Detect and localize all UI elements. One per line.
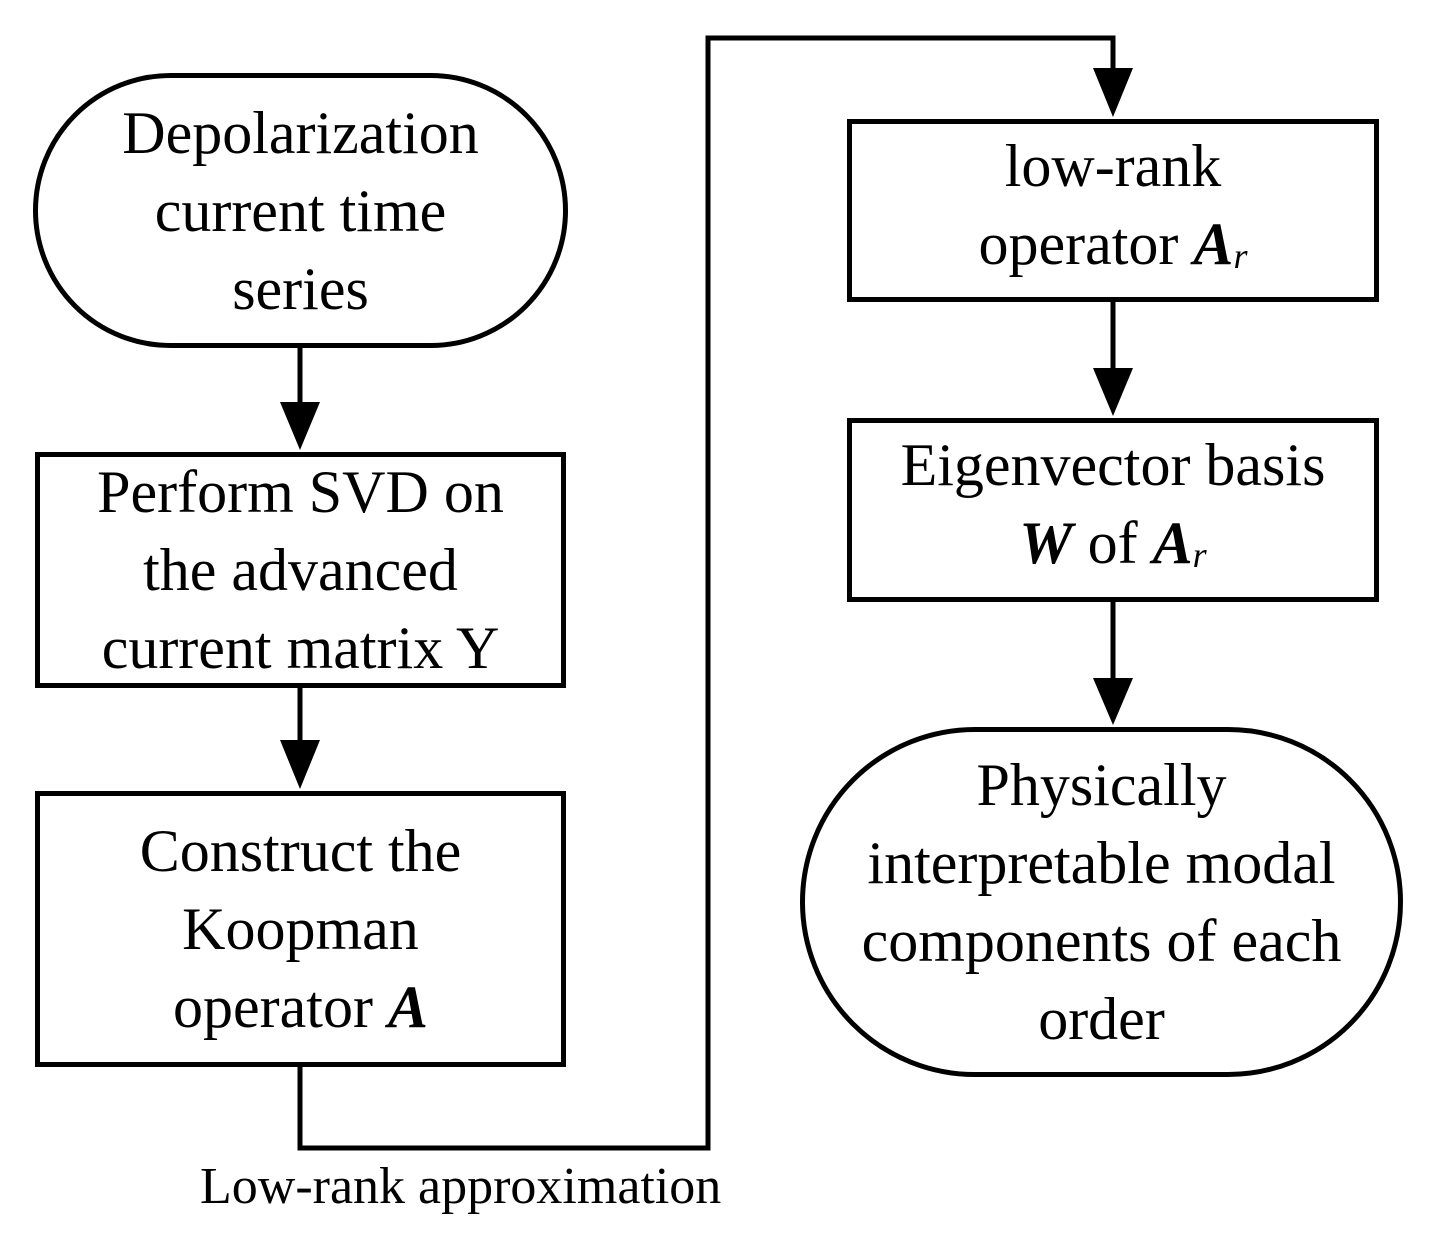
node-text-line: operator Ar: [979, 205, 1248, 295]
arrowhead-koopman-to-lowrank: [1093, 68, 1133, 117]
math-subscript-r: r: [1192, 535, 1207, 575]
process-node-construct-koopman: Construct the Koopman operator A: [35, 791, 566, 1067]
edge-label-low-rank-approximation: Low-rank approximation: [200, 1158, 722, 1215]
arrowhead-lowrank-to-eigen: [1093, 368, 1133, 416]
arrowhead-series-to-svd: [280, 402, 320, 450]
arrowhead-svd-to-koopman: [280, 740, 320, 789]
end-node-modal-components: Physically interpretable modal component…: [800, 727, 1403, 1077]
node-text-line: low-rank: [1004, 132, 1222, 199]
node-text-line: components of each: [861, 908, 1342, 974]
process-node-perform-svd: Perform SVD on the advanced current matr…: [35, 452, 566, 688]
arrowhead-eigen-to-modal: [1093, 678, 1133, 725]
node-text-line: W of Ar: [1019, 504, 1206, 594]
node-text-line: the advanced: [143, 537, 458, 603]
node-text-line: series: [232, 255, 369, 322]
math-symbol-a: A: [1152, 510, 1193, 576]
math-subscript-r: r: [1233, 235, 1248, 276]
node-text: of: [1072, 510, 1153, 576]
start-node-depolarization-series: Depolarization current time series: [33, 73, 568, 348]
node-text-line: order: [1038, 986, 1165, 1052]
process-node-eigenvector-basis: Eigenvector basis W of Ar: [847, 418, 1379, 602]
edge-koopman-to-lowrank: [297, 35, 1116, 1151]
math-symbol-a: A: [1193, 210, 1234, 277]
node-text-line: Koopman: [182, 896, 419, 962]
node-text-line: operator A: [173, 968, 428, 1046]
node-text-line: Physically: [976, 752, 1227, 818]
node-text: operator: [978, 210, 1194, 277]
node-text: operator: [173, 974, 388, 1040]
node-text-line: Perform SVD on: [97, 459, 504, 525]
node-text-line: current matrix Y: [101, 615, 500, 681]
process-node-low-rank-operator: low-rank operator Ar: [847, 119, 1379, 302]
math-symbol-a: A: [387, 974, 428, 1040]
node-text-line: Construct the: [139, 818, 462, 884]
node-text-line: Depolarization: [122, 99, 479, 166]
node-text-line: interpretable modal: [867, 830, 1336, 896]
math-symbol-w: W: [1019, 510, 1073, 576]
node-text-line: current time: [154, 177, 447, 244]
node-text-line: Eigenvector basis: [900, 432, 1326, 498]
